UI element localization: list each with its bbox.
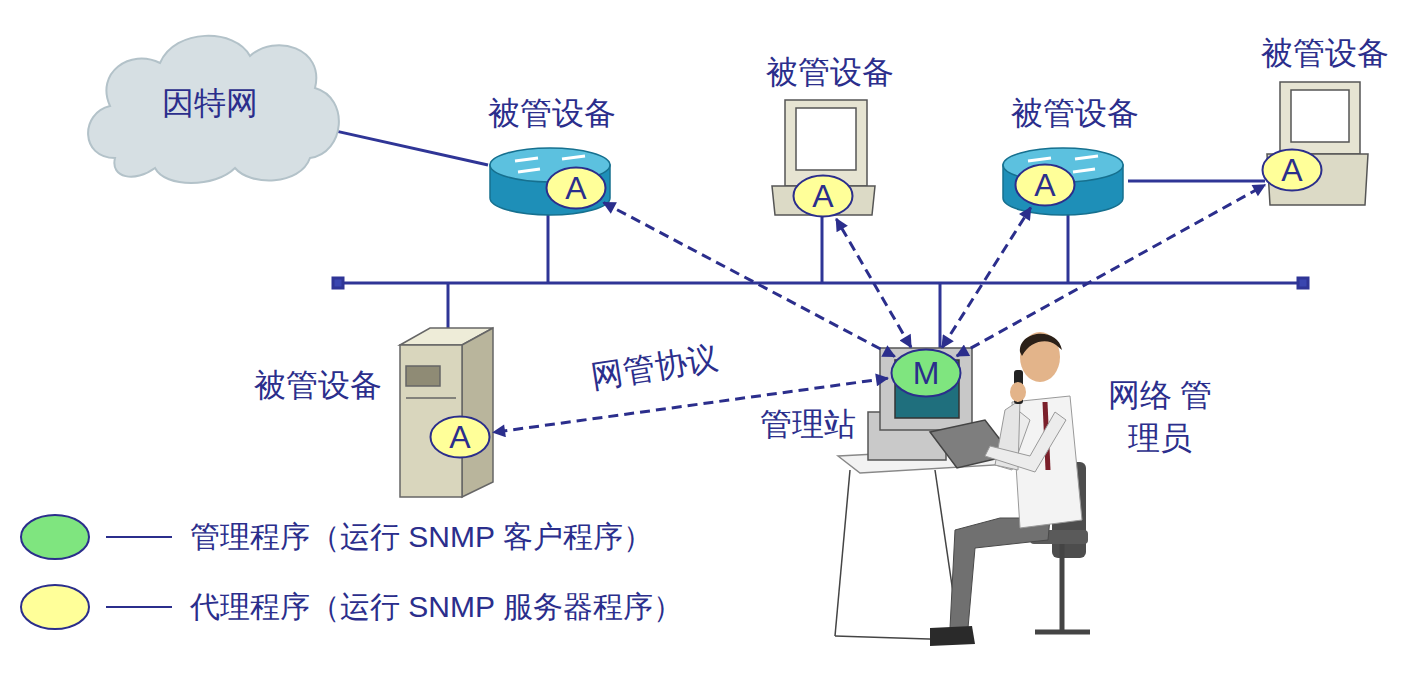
router-device: A被管设备 bbox=[488, 140, 613, 218]
badge-letter: M bbox=[890, 348, 962, 398]
device-label: 被管设备 bbox=[488, 95, 616, 132]
router-icon bbox=[518, 169, 540, 172]
workstation bbox=[880, 348, 972, 430]
legend-swatch bbox=[21, 585, 89, 629]
network-bus bbox=[939, 283, 942, 350]
router-icon bbox=[490, 148, 610, 215]
network-bus bbox=[547, 212, 550, 283]
legend-swatch bbox=[19, 513, 91, 561]
device-label: 管理站 bbox=[760, 406, 856, 443]
server-icon bbox=[406, 397, 456, 399]
cloud-label: 因特网 bbox=[75, 18, 345, 188]
administrator-figure bbox=[1035, 630, 1090, 635]
cloud-shape: 因特网 bbox=[75, 18, 345, 188]
protocol-label: 网管协议 bbox=[586, 340, 724, 396]
administrator-figure bbox=[1020, 334, 1062, 356]
router-icon bbox=[515, 158, 538, 161]
server-icon bbox=[400, 328, 493, 497]
protocol-link bbox=[957, 185, 1265, 356]
network-bus bbox=[821, 214, 824, 283]
badge-letter: A bbox=[1261, 148, 1323, 192]
badge-letter: A bbox=[429, 415, 491, 459]
computer-icon bbox=[1291, 90, 1349, 142]
administrator-figure bbox=[1060, 544, 1065, 630]
device-label: 被管设备 bbox=[1011, 95, 1139, 132]
administrator-figure bbox=[1010, 382, 1026, 402]
protocol-link bbox=[942, 208, 1031, 348]
router-icon bbox=[1075, 156, 1098, 159]
server-device: A被管设备 bbox=[398, 325, 493, 497]
computer-icon bbox=[1280, 82, 1360, 154]
legend-dash bbox=[106, 537, 172, 607]
network-bus bbox=[1298, 278, 1308, 288]
device-label: 被管设备 bbox=[1261, 35, 1389, 72]
badge-letter: A bbox=[545, 166, 607, 210]
agent-badge: A bbox=[429, 415, 491, 459]
router-icon bbox=[1003, 148, 1123, 215]
router-device: A被管设备 bbox=[1000, 140, 1128, 218]
computer-icon bbox=[785, 100, 867, 186]
agent-badge: A bbox=[792, 174, 854, 218]
device-label: 被管设备 bbox=[254, 367, 382, 404]
host-device: A被管设备 bbox=[1265, 75, 1370, 207]
legend-text: 代理程序（运行 SNMP 服务器程序） bbox=[190, 590, 683, 625]
link-line bbox=[337, 131, 488, 165]
server-icon bbox=[406, 366, 440, 386]
badge-letter: A bbox=[792, 174, 854, 218]
legend-swatch bbox=[19, 583, 91, 631]
device-label: 被管设备 bbox=[766, 54, 894, 91]
legend-dash bbox=[106, 536, 172, 538]
manager-badge: M bbox=[890, 348, 962, 398]
agent-badge: A bbox=[1261, 148, 1323, 192]
router-icon bbox=[1028, 158, 1051, 161]
legend-dash bbox=[106, 606, 172, 608]
server-icon bbox=[462, 328, 493, 497]
computer-icon bbox=[796, 108, 856, 170]
administrator-figure bbox=[985, 412, 1066, 472]
router-icon bbox=[1073, 169, 1095, 172]
router-icon bbox=[562, 156, 585, 159]
network-bus bbox=[333, 278, 343, 288]
network-bus bbox=[447, 283, 450, 330]
agent-badge: A bbox=[1014, 163, 1076, 207]
network-bus bbox=[333, 212, 1308, 350]
workstation bbox=[835, 348, 1012, 640]
workstation bbox=[835, 470, 850, 636]
link-line bbox=[1128, 180, 1265, 183]
legend-text: 管理程序（运行 SNMP 客户程序） bbox=[190, 520, 653, 555]
management-station: M管理站 bbox=[878, 345, 978, 435]
host-device: A被管设备 bbox=[770, 95, 875, 217]
administrator-figure bbox=[950, 518, 1050, 628]
protocol-link bbox=[604, 203, 895, 357]
legend-swatch bbox=[21, 515, 89, 559]
administrator-figure bbox=[930, 626, 975, 646]
protocol-link bbox=[836, 219, 911, 347]
agent-badge: A bbox=[545, 166, 607, 210]
role-label: 网络 管理员 bbox=[1104, 374, 1216, 460]
network-bus bbox=[1067, 212, 1070, 283]
badge-letter: A bbox=[1014, 163, 1076, 207]
